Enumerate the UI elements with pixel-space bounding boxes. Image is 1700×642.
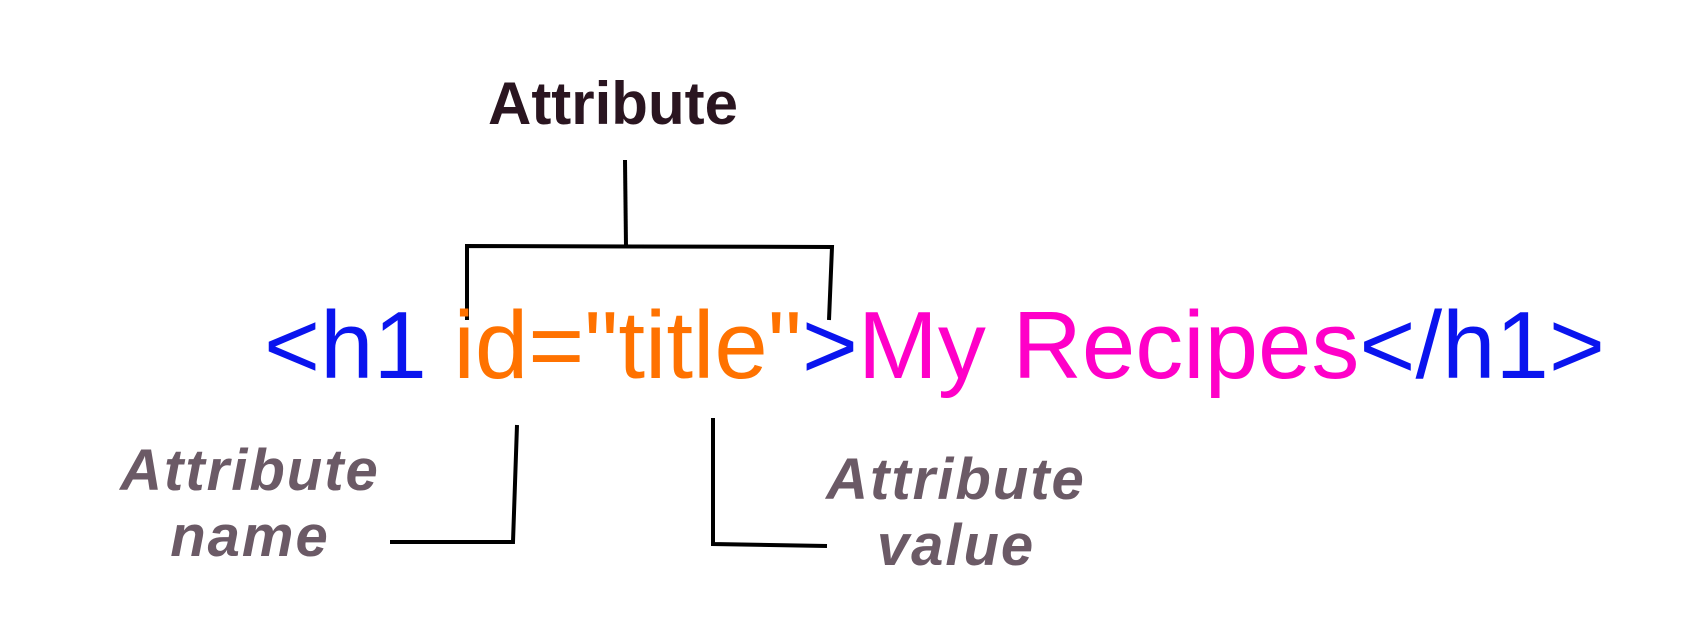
attribute-value-label-line2: value (876, 513, 1036, 578)
open-tag-start: <h1 (264, 292, 427, 399)
attribute-text: id="title" (453, 292, 802, 399)
attribute-name-label-line2: name (170, 504, 330, 569)
code-line: <h1 id="title">My Recipes</h1> (264, 298, 1605, 394)
attribute-name-label: Attribute name (100, 438, 400, 570)
attribute-title: Attribute (488, 70, 738, 137)
bracket-stem-line (623, 159, 628, 248)
attribute-value-connector (711, 418, 828, 548)
attribute-value-label: Attribute value (806, 447, 1106, 579)
code-space (427, 292, 454, 399)
element-content: My Recipes (857, 292, 1360, 399)
close-tag: </h1> (1359, 292, 1605, 399)
attribute-name-label-line1: Attribute (120, 438, 380, 503)
attribute-name-connector (390, 424, 519, 544)
attribute-value-label-line1: Attribute (826, 447, 1086, 512)
open-tag-end: > (801, 292, 858, 399)
attribute-bracket (465, 243, 835, 321)
